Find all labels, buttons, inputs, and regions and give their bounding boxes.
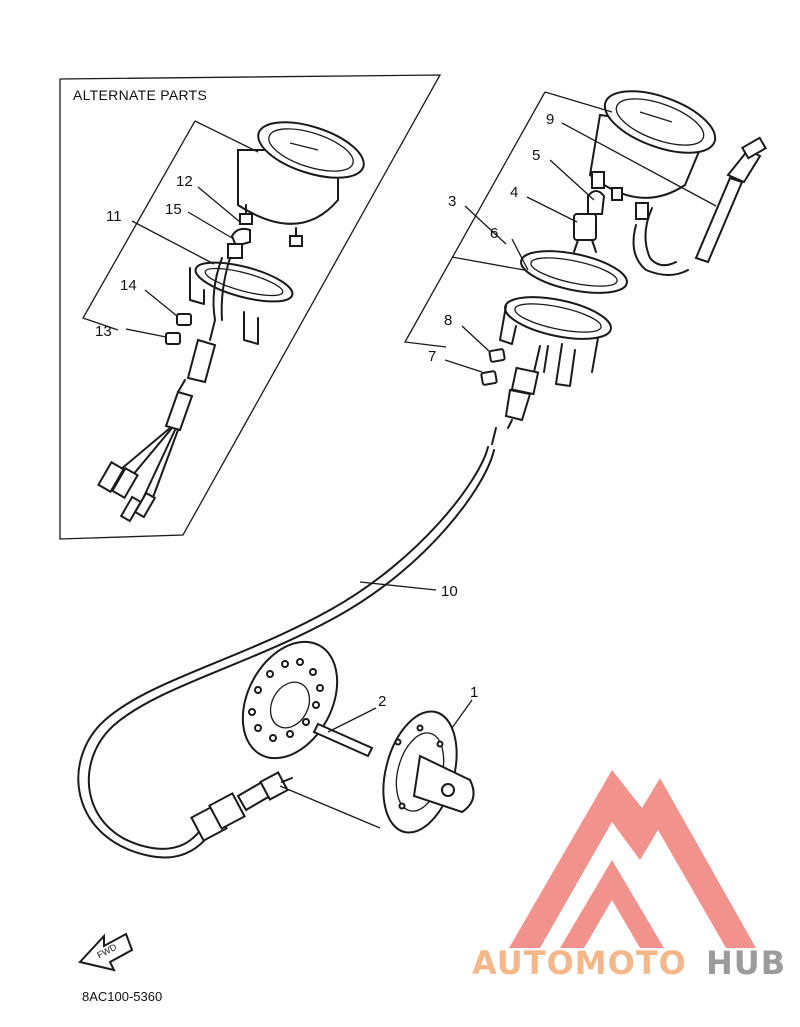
callout-9: 9 bbox=[546, 111, 554, 128]
nut-13 bbox=[165, 332, 181, 345]
leader-2 bbox=[327, 707, 377, 733]
nut-8 bbox=[488, 348, 506, 363]
alternate-meter-assembly bbox=[97, 121, 365, 523]
fwd-arrow-icon: FWD bbox=[78, 932, 134, 972]
speed-sensor-shaft bbox=[312, 722, 374, 758]
leader-1 bbox=[451, 699, 473, 729]
callout-12: 12 bbox=[176, 173, 193, 190]
callout-1: 1 bbox=[470, 684, 478, 701]
callout-6: 6 bbox=[490, 225, 498, 242]
diagram-code: 8AC100-5360 bbox=[82, 989, 162, 1004]
callout-15: 15 bbox=[165, 201, 182, 218]
callout-13: 13 bbox=[95, 323, 112, 340]
watermark-text-secondary: HUB bbox=[706, 944, 786, 982]
nut-14 bbox=[176, 313, 192, 326]
speedometer-cable bbox=[77, 446, 495, 859]
nut-7 bbox=[480, 370, 498, 386]
watermark-logo-icon bbox=[509, 770, 756, 948]
watermark-text-primary: AUTOMOTO bbox=[472, 944, 687, 982]
main-leader-lines bbox=[403, 91, 717, 373]
callout-7: 7 bbox=[428, 348, 436, 365]
callout-10: 10 bbox=[441, 583, 458, 600]
callout-14: 14 bbox=[120, 277, 137, 294]
main-meter-assembly bbox=[491, 90, 768, 445]
leader-10 bbox=[359, 581, 437, 591]
speedometer-gear-unit bbox=[382, 710, 475, 834]
callout-8: 8 bbox=[444, 312, 452, 329]
callout-11: 11 bbox=[106, 208, 122, 225]
alternate-parts-title: ALTERNATE PARTS bbox=[73, 87, 207, 103]
gear-to-cable-line bbox=[279, 785, 381, 829]
alternate-leader-lines bbox=[82, 120, 259, 338]
callout-4: 4 bbox=[510, 184, 518, 201]
alternate-parts-frame bbox=[59, 74, 442, 540]
callout-5: 5 bbox=[532, 147, 540, 164]
hub-drive-plate bbox=[241, 640, 339, 760]
callout-2: 2 bbox=[378, 693, 386, 710]
callout-3: 3 bbox=[448, 193, 456, 210]
